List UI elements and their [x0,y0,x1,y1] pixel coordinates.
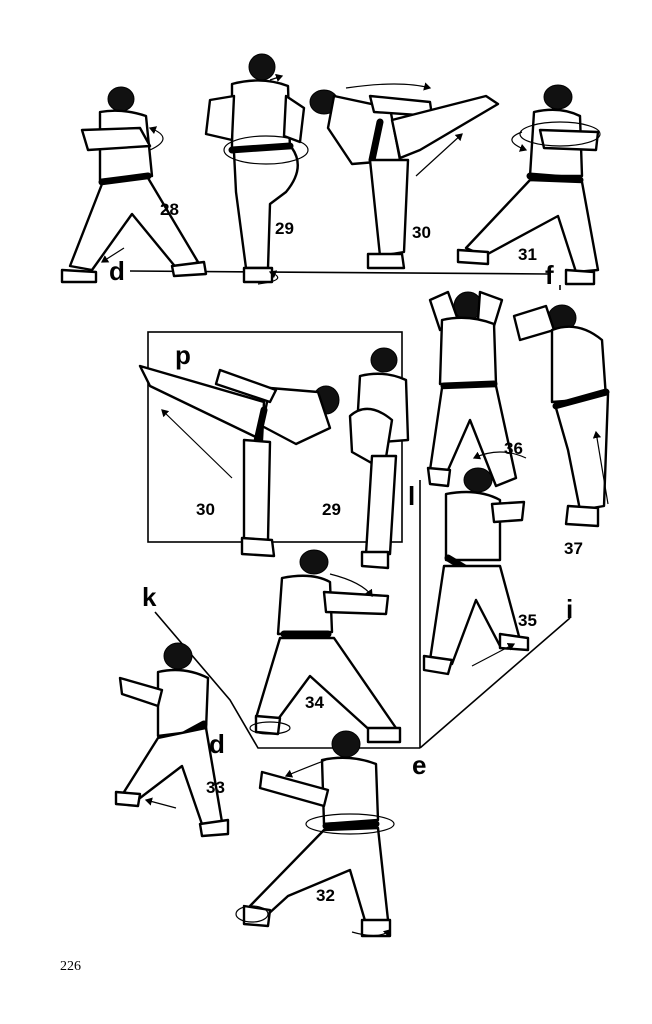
inset-figure-number-29: 29 [322,500,341,519]
figure-30-illustration [309,82,500,270]
line-e-i [419,617,571,749]
figure-28-illustration [60,86,208,284]
inset-figure-29-illustration [348,347,410,570]
figure-number-29: 29 [275,219,294,238]
figure-31-illustration [456,84,601,286]
line-label-p: p [175,340,191,370]
figure-number-35: 35 [518,611,537,630]
figure-number-36: 36 [504,439,523,458]
figure-36-illustration [426,290,527,488]
line-label-e: e [412,750,426,780]
line-label-f: f [545,260,554,290]
page-number: 226 [60,959,81,974]
figure-35-illustration [422,467,530,676]
figure-29-illustration [204,53,309,285]
figure-number-37: 37 [564,539,583,558]
figure-number-33: 33 [206,778,225,797]
figure-33-illustration [114,642,230,838]
figure-32-illustration [235,730,395,938]
line-label-d-top: d [109,256,125,286]
line-label-l: l [408,481,415,511]
line-label-i: i [566,594,573,624]
figure-37-illustration [512,304,610,528]
line-label-k: k [142,582,157,612]
figure-number-34: 34 [305,693,324,712]
inset-figure-number-30: 30 [196,500,215,519]
line-label-d-lower: d [209,729,225,759]
figure-number-32: 32 [316,886,335,905]
figure-34-illustration [249,549,402,744]
figure-number-30: 30 [412,223,431,242]
figure-number-28: 28 [160,200,179,219]
figure-number-31: 31 [518,245,537,264]
inset-figure-30-illustration [138,364,340,558]
